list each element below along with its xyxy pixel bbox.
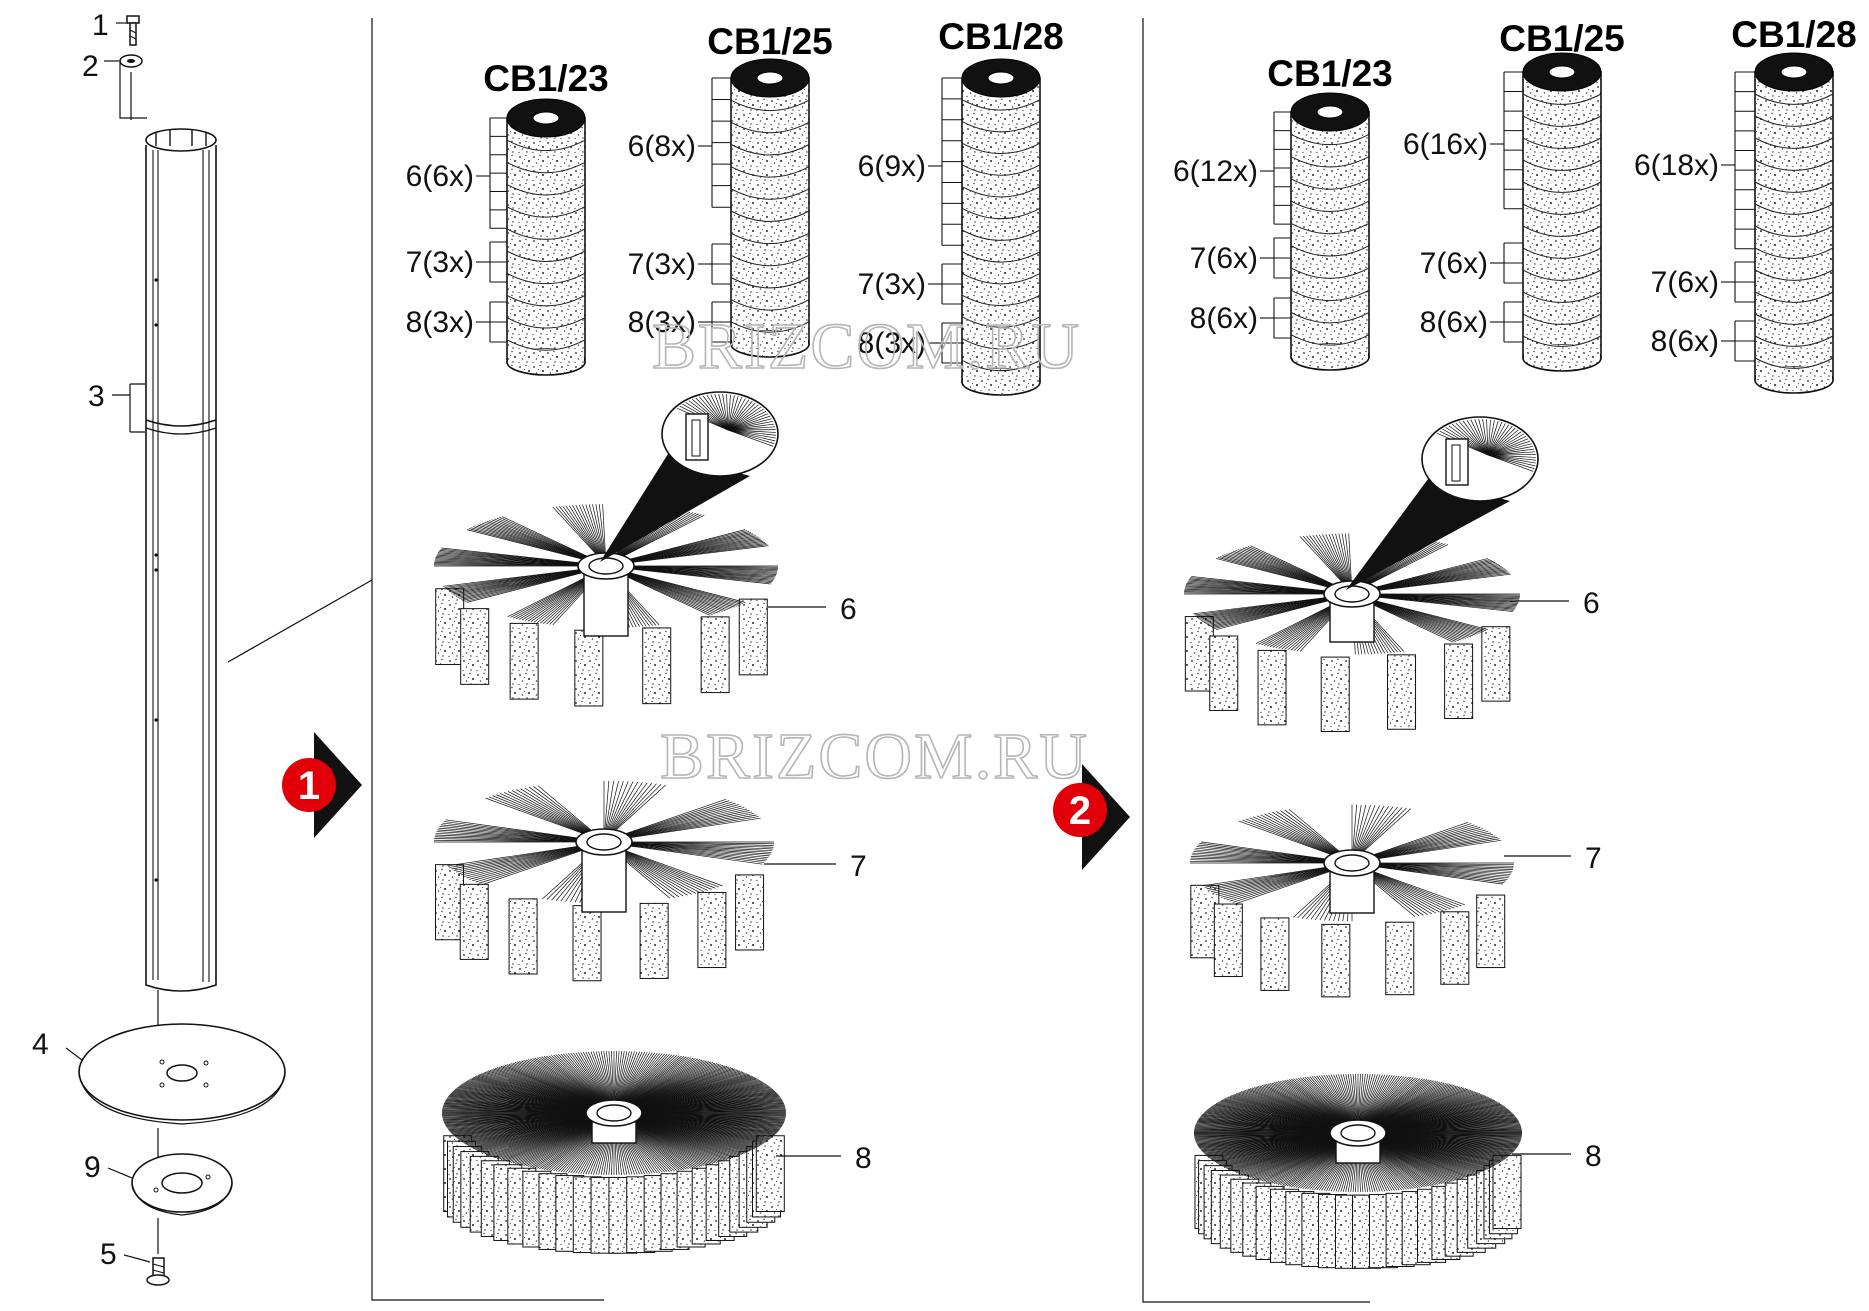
shaft-assembly: 1 2 3 4 9 5: [32, 9, 285, 1285]
brush-label: 8: [1585, 1140, 1602, 1173]
part-label-5: 5: [100, 1238, 117, 1271]
brush-label: 8: [855, 1142, 872, 1175]
quantity-callout: 8(3x): [406, 306, 474, 339]
part-label-1: 1: [92, 9, 109, 42]
watermark-middle: BRIZCOM.RU: [660, 720, 1089, 793]
brush-stack-g1-c2: CB1/256(8x)7(3x)8(3x): [628, 21, 833, 357]
column-title: CB1/23: [483, 58, 608, 99]
watermark-top: BRIZCOM.RU: [652, 310, 1081, 383]
part-label-2: 2: [82, 50, 99, 83]
brush-type-8-g2: 8: [1194, 1074, 1602, 1268]
stack-bracket: [1274, 112, 1291, 338]
flange: [132, 1154, 232, 1215]
brush-type-6-g2: 6: [1184, 417, 1600, 732]
quantity-callout: 7(6x): [1651, 266, 1719, 299]
stack-bracket: [1735, 72, 1755, 361]
part-label-3: 3: [88, 380, 105, 413]
quantity-callout: 7(3x): [858, 268, 926, 301]
quantity-callout: 6(9x): [858, 150, 926, 183]
brush-type-6-g1: 6: [434, 392, 857, 706]
brush-label: 7: [850, 850, 867, 883]
variant-badge-1: 1: [282, 732, 362, 838]
stack-bracket: [490, 118, 507, 342]
quantity-callout: 6(6x): [406, 160, 474, 193]
brush-stack-g2-c2: CB1/25 6(16x) 7(6x) 8(6x): [1403, 18, 1625, 371]
column-title: CB1/28: [938, 16, 1063, 57]
quantity-callout: 8(6x): [1190, 302, 1258, 335]
part-label-9: 9: [84, 1151, 101, 1184]
quantity-callout: 8(6x): [1420, 306, 1488, 339]
column-title: CB1/23: [1267, 53, 1392, 94]
brush-label: 6: [840, 593, 857, 626]
base-plate: [79, 1024, 285, 1124]
quantity-callout: 7(6x): [1190, 242, 1258, 275]
badge-number-1: 1: [298, 764, 320, 808]
brush-type-8-g1: 8: [442, 1051, 872, 1253]
stack-bracket: [712, 78, 731, 342]
brush-type-7-g2: 7: [1190, 805, 1602, 997]
quantity-callout: 6(18x): [1634, 149, 1719, 182]
bolt-bottom: [147, 1258, 169, 1285]
detail-magnifier: [1346, 417, 1538, 590]
column-title: CB1/28: [1731, 14, 1856, 55]
quantity-callout: 6(12x): [1173, 155, 1258, 188]
brush-label: 6: [1583, 587, 1600, 620]
quantity-callout: 7(3x): [406, 246, 474, 279]
column-title: CB1/25: [707, 21, 832, 62]
quantity-callout: 6(16x): [1403, 128, 1488, 161]
shaft-tube: [146, 129, 216, 991]
brush-stack-g1-c1: CB1/23 6(6x) 7(3x) 8(3x): [406, 58, 609, 375]
quantity-callout: 7(6x): [1420, 247, 1488, 280]
part-label-4: 4: [32, 1028, 49, 1061]
brush-stack-g2-c1: CB1/23 6(12x) 7(6x) 8(6x): [1173, 53, 1393, 370]
quantity-callout: 6(8x): [628, 130, 696, 163]
brush-stack-g2-c3: CB1/28 6(18x) 7(6x) 8(6x): [1634, 14, 1857, 393]
stack-bracket: [1504, 72, 1523, 342]
brush-type-7-g1: 7: [434, 781, 867, 981]
badge-number-2: 2: [1069, 789, 1091, 833]
quantity-callout: 8(6x): [1651, 325, 1719, 358]
brush-label: 7: [1585, 842, 1602, 875]
column-title: CB1/25: [1499, 18, 1624, 59]
quantity-callout: 7(3x): [628, 248, 696, 281]
bolt-top: [127, 16, 139, 45]
